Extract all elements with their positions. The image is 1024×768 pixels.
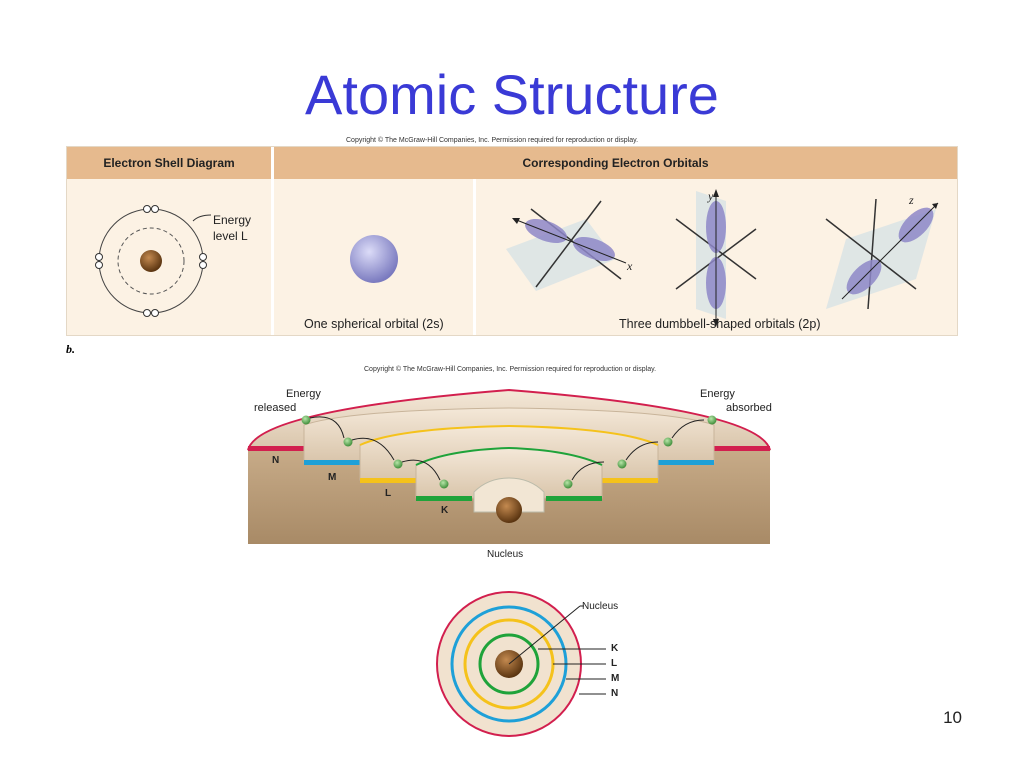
axis-z-label: z bbox=[909, 193, 914, 207]
shell-m-callout: M bbox=[611, 673, 620, 684]
column-divider bbox=[271, 147, 274, 335]
copyright-notice-top: Copyright © The McGraw-Hill Companies, I… bbox=[346, 137, 639, 144]
shell-l-callout: L bbox=[611, 658, 618, 669]
shell-n-callout: N bbox=[611, 688, 619, 699]
dumbbell-orbitals bbox=[506, 189, 939, 327]
energy-level-label: Energy bbox=[213, 213, 252, 227]
energy-level-diagram bbox=[247, 388, 771, 544]
shell-l-label: L bbox=[385, 488, 392, 499]
energy-absorbed-label: Energy bbox=[700, 388, 735, 400]
orbital-figure: Electron Shell Diagram Corresponding Ele… bbox=[66, 146, 958, 336]
energy-released-label: released bbox=[254, 402, 297, 414]
caption-2s: One spherical orbital (2s) bbox=[304, 317, 444, 331]
caption-2p: Three dumbbell-shaped orbitals (2p) bbox=[619, 317, 821, 331]
shell-n-label: N bbox=[272, 455, 280, 466]
axis-y-label: y bbox=[708, 189, 714, 203]
column-divider bbox=[473, 179, 476, 335]
energy-absorbed-label: absorbed bbox=[726, 402, 772, 414]
slide-title: Atomic Structure bbox=[305, 63, 719, 126]
electron-shell-diagram bbox=[95, 205, 212, 317]
shell-k-label: K bbox=[441, 505, 449, 516]
nucleus-label: Nucleus bbox=[487, 549, 524, 560]
axis-x-label: x bbox=[627, 259, 633, 273]
shell-m-label: M bbox=[328, 472, 337, 483]
energy-released-label: Energy bbox=[286, 388, 321, 400]
nucleus-callout: Nucleus bbox=[582, 601, 619, 612]
header-corresponding-orbitals: Corresponding Electron Orbitals bbox=[274, 147, 957, 179]
shell-k-callout: K bbox=[611, 643, 619, 654]
panel-b-label: b. bbox=[66, 342, 75, 356]
concentric-shell-diagram bbox=[436, 591, 606, 737]
energy-level-label: level L bbox=[213, 229, 248, 243]
page-number: 10 bbox=[943, 708, 962, 727]
header-electron-shell-diagram: Electron Shell Diagram bbox=[67, 147, 271, 179]
copyright-notice-mid: Copyright © The McGraw-Hill Companies, I… bbox=[364, 366, 657, 373]
spherical-orbital bbox=[350, 235, 398, 283]
